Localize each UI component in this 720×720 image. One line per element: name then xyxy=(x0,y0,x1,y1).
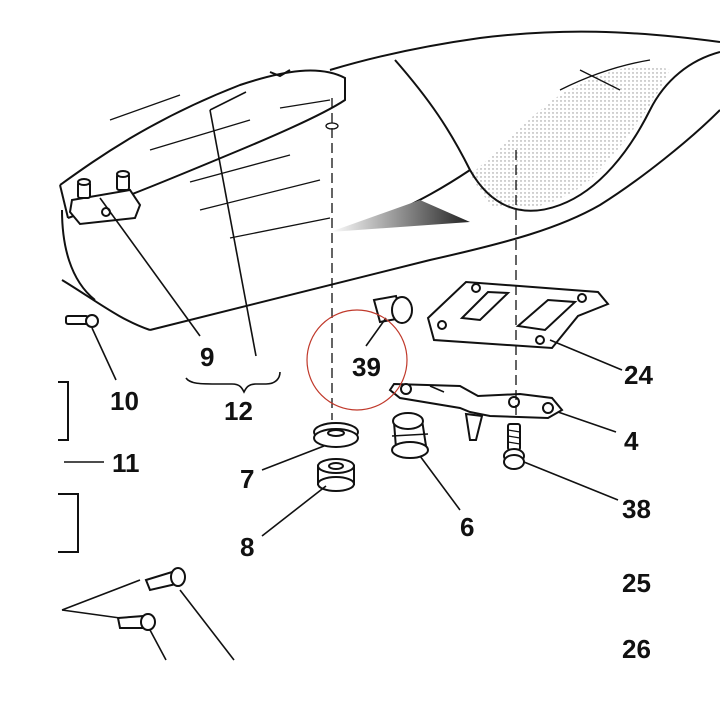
shaded-surface xyxy=(470,66,670,209)
callout-25: 25 xyxy=(622,568,651,598)
callout-labels: 9 10 12 11 39 24 4 7 8 6 38 25 26 xyxy=(110,342,653,664)
callout-10: 10 xyxy=(110,386,139,416)
highlight-circle xyxy=(306,309,408,411)
part-38-screw xyxy=(503,423,525,470)
part-7-washer xyxy=(313,422,359,448)
part-9-bracket xyxy=(68,170,142,226)
callout-7: 7 xyxy=(240,464,254,494)
callout-11: 11 xyxy=(112,448,140,478)
callout-8: 8 xyxy=(240,532,254,562)
callout-4: 4 xyxy=(624,426,639,456)
fairing-body xyxy=(59,30,720,331)
part-11-bracket xyxy=(58,381,79,553)
part-10-bolt xyxy=(65,314,99,328)
callout-38: 38 xyxy=(622,494,651,524)
callout-12: 12 xyxy=(224,396,253,426)
shaded-wedge xyxy=(330,200,470,232)
callout-39: 39 xyxy=(352,352,381,382)
part-4-bracket xyxy=(388,382,564,441)
callout-9: 9 xyxy=(200,342,214,372)
alignment-lines xyxy=(325,98,517,420)
callout-6: 6 xyxy=(460,512,474,542)
callout-26: 26 xyxy=(622,634,651,664)
part-39-plug xyxy=(372,294,413,324)
part-8-nut xyxy=(317,458,355,492)
callout-24: 24 xyxy=(624,360,653,390)
part-24-plate xyxy=(426,280,610,350)
part-6-grommet xyxy=(391,412,429,459)
part-25-screw xyxy=(144,567,186,592)
part-26-screw xyxy=(116,613,156,631)
leader-lines xyxy=(61,91,623,661)
